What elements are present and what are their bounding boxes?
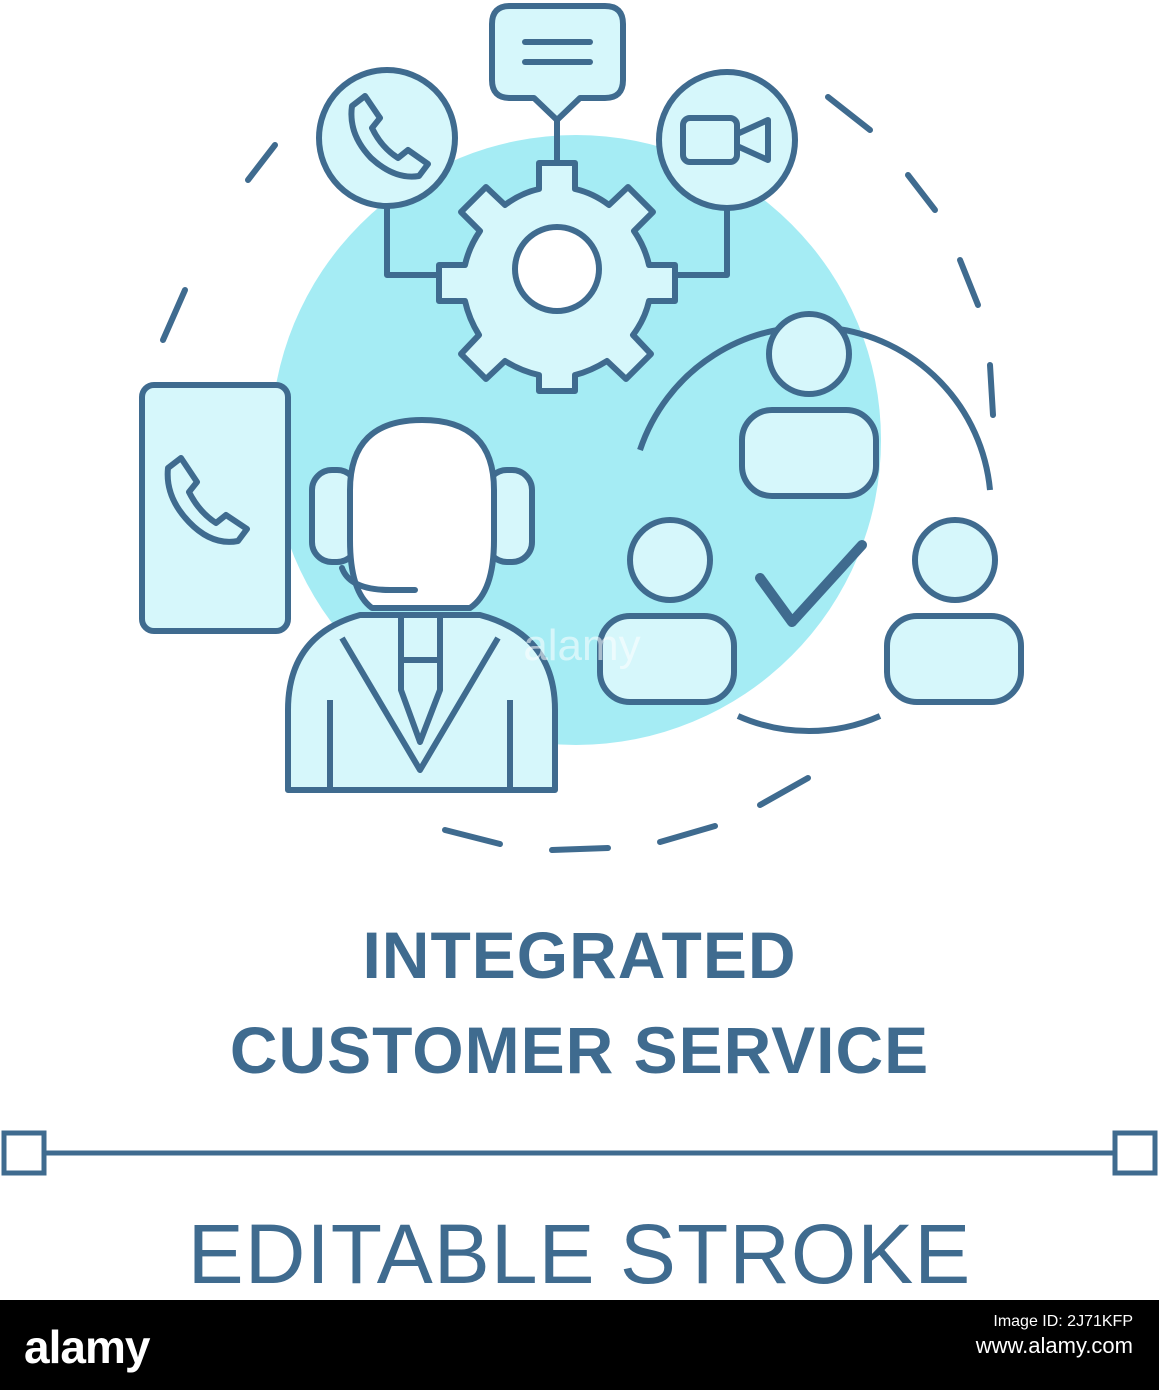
phone-icon <box>316 67 458 209</box>
dashed-ring <box>160 94 996 853</box>
footer-bar: alamy Image ID: 2J71KFP www.alamy.com <box>0 1300 1159 1390</box>
operator-headset-icon <box>285 417 558 793</box>
title-line-2: CUSTOMER SERVICE <box>229 1013 930 1087</box>
title-line-1: INTEGRATED <box>362 918 797 992</box>
watermark: alamy <box>523 621 640 670</box>
divider-left-handle <box>1 1130 47 1176</box>
connector-lines <box>384 118 730 278</box>
concept-illustration: alamy <box>139 3 1024 853</box>
editable-stroke-divider <box>1 1130 1158 1176</box>
people-group-icon <box>597 311 1024 735</box>
gear-icon <box>436 160 678 394</box>
divider-right-handle <box>1112 1130 1158 1176</box>
site-url: www.alamy.com <box>975 1333 1133 1358</box>
checkmark-icon <box>755 540 867 627</box>
mobile-phone-icon <box>139 382 291 634</box>
video-camera-icon <box>656 69 798 211</box>
footer-logo: alamy <box>24 1321 150 1373</box>
editable-stroke-label: EDITABLE STROKE <box>187 1207 972 1301</box>
image-id-label: Image ID: 2J71KFP <box>993 1313 1133 1330</box>
chat-bubble-icon <box>489 3 626 123</box>
footer-image-info: Image ID: 2J71KFP www.alamy.com <box>976 1312 1133 1360</box>
